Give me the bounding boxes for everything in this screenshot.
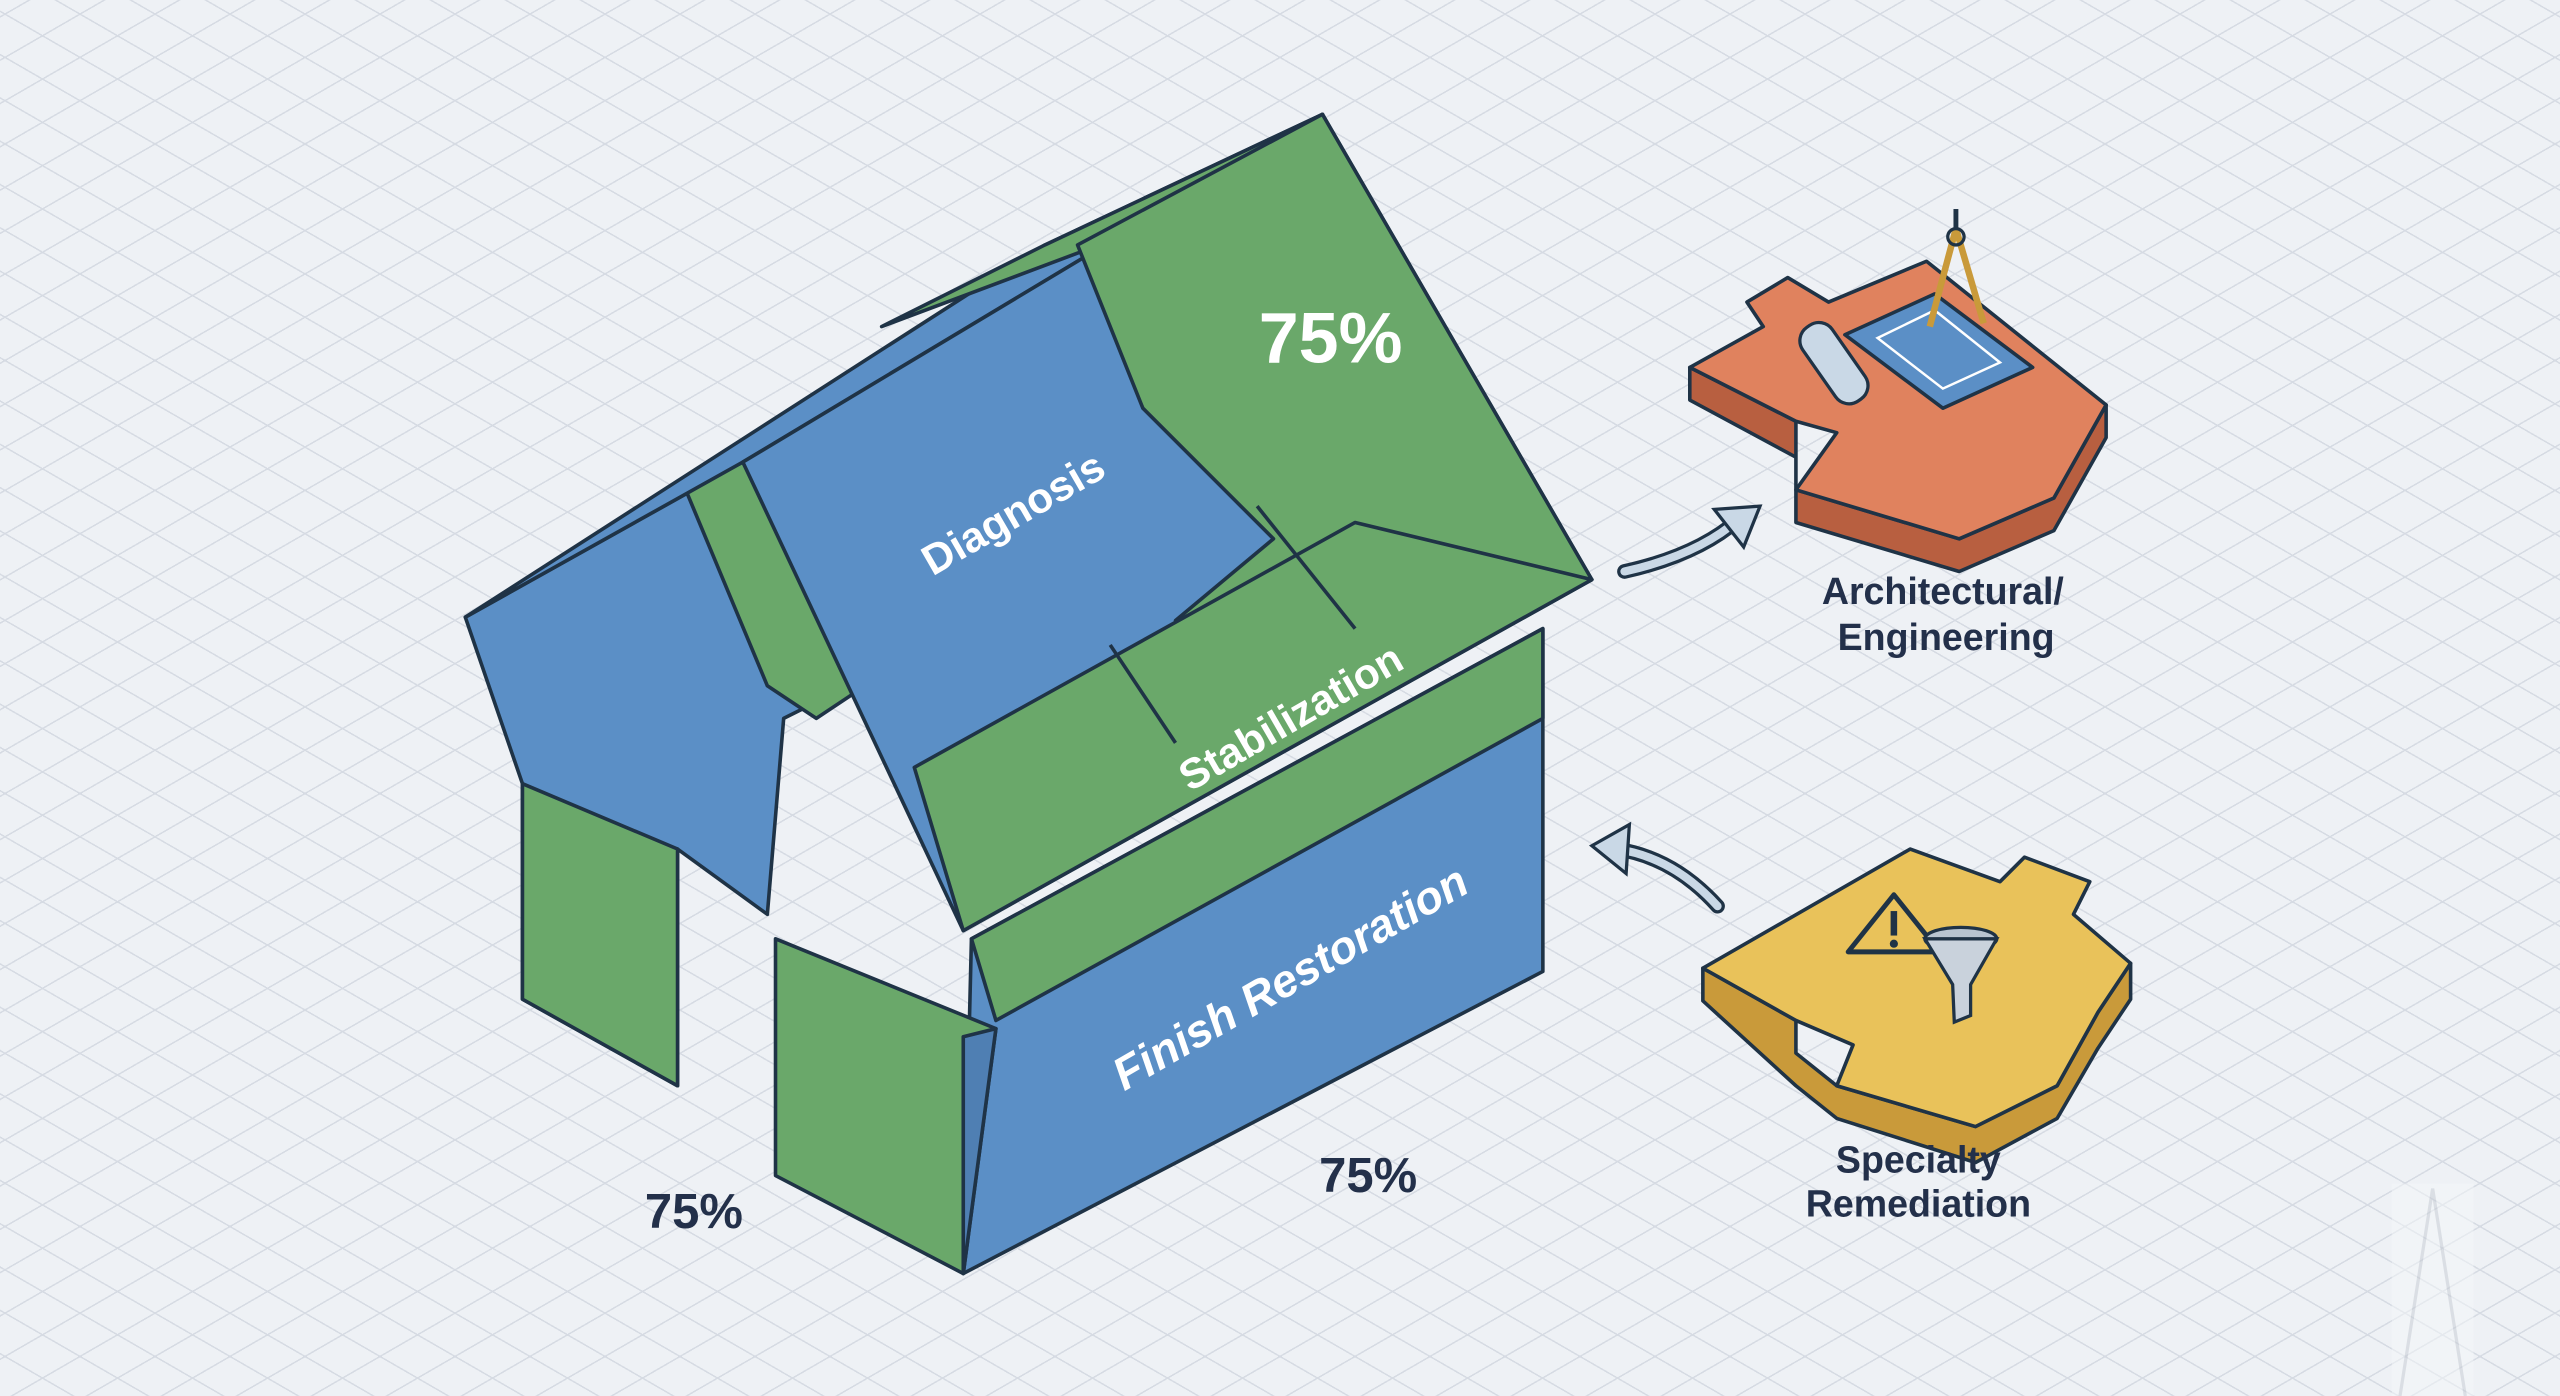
left-percent-label: 75% — [645, 1185, 743, 1239]
specialty-remediation-piece — [1701, 847, 2133, 1165]
left-gable-wall — [463, 460, 868, 1088]
blueprint-compass-icon — [1798, 209, 2035, 410]
front-percent-label: 75% — [1319, 1149, 1417, 1203]
architectural-label-line1: Architectural/ — [1822, 570, 2065, 612]
corner-mark — [2391, 1183, 2474, 1396]
roof-percent-label: 75% — [1259, 298, 1403, 378]
architectural-label-line2: Engineering — [1838, 616, 2055, 658]
architectural-engineering-piece — [1688, 209, 2108, 574]
specialty-label-line2: Remediation — [1806, 1182, 2031, 1224]
specialty-label-line1: Specialty — [1836, 1138, 2001, 1180]
arrow-from-specialty — [1608, 841, 1725, 914]
front-wall — [773, 626, 1545, 1276]
warning-funnel-icon — [1845, 892, 2000, 1025]
front-roof — [741, 112, 1594, 933]
